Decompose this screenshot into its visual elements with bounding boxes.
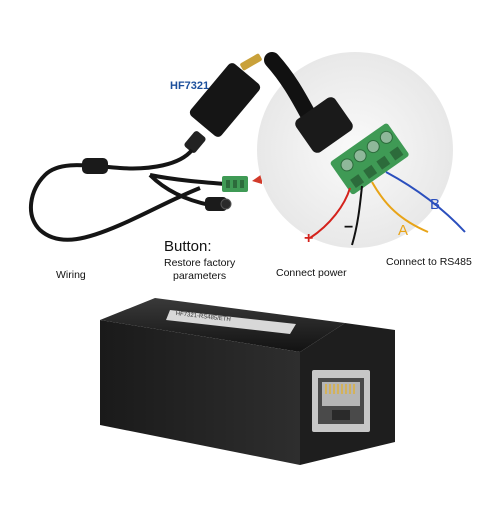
antenna-tip [240,53,262,71]
wire-a-label: A [398,222,409,239]
connect-power-label: Connect power [276,267,347,279]
barrel-jack [205,197,227,211]
wire-blue [385,171,466,233]
button-description: Restore factory parameters [164,257,235,283]
dongle-body [189,63,261,137]
wire-red [309,187,351,239]
terminal-zoom [257,52,466,248]
button-desc-line1: Restore factory [164,257,236,269]
terminal-block-large [330,123,409,195]
plus-sign: + [304,230,314,247]
rj45-port [312,370,370,432]
device-side-face [100,320,300,465]
wire-b-label: B [430,196,441,213]
button-desc-line2: parameters [173,270,227,282]
wiring-label: Wiring [56,269,86,281]
connect-rs485-label: Connect to RS485 [386,256,472,268]
minus-sign: − [344,219,354,236]
dongle-strain-relief [184,131,206,153]
wire-yellow [371,181,429,233]
button-title: Button: [164,238,212,255]
rj45-converter [100,298,395,465]
model-label: HF7321 [170,80,210,92]
wiring-assembly [28,53,301,242]
ferrite-bead [82,158,108,174]
main-cable [28,148,201,242]
connector-housing [295,97,353,153]
wire-black [351,185,363,246]
